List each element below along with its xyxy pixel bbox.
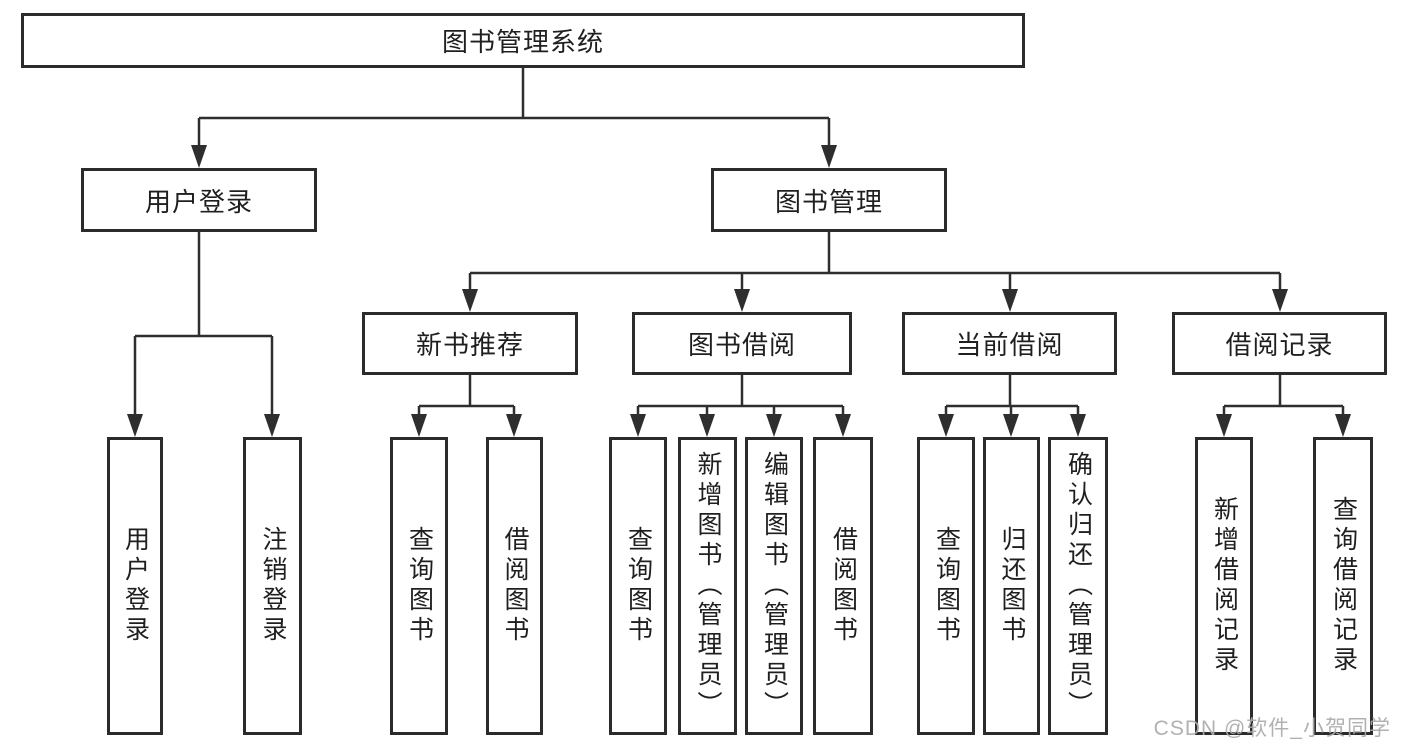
leaf-query-books-recommend: 查询图书: [390, 437, 448, 735]
node-borrow-records: 借阅记录: [1172, 312, 1387, 375]
leaf-add-borrow-record-label: 新增借阅记录: [1210, 496, 1239, 676]
arrowhead-icon: [821, 145, 837, 168]
csdn-watermark: CSDN @软件_小贺同学: [1153, 717, 1391, 740]
node-root-label: 图书管理系统: [441, 27, 604, 57]
arrowhead-icon: [411, 414, 427, 437]
leaf-query-books-current-label: 查询图书: [932, 526, 961, 646]
node-book-borrow-label: 图书借阅: [687, 330, 796, 360]
leaf-query-books-recommend-label: 查询图书: [405, 526, 434, 646]
leaf-query-borrow-record-label: 查询借阅记录: [1329, 496, 1358, 676]
leaf-query-books-borrow-label: 查询图书: [624, 526, 653, 646]
leaf-confirm-return-admin-label: 确认归还（管理员）: [1064, 451, 1093, 721]
arrowhead-icon: [766, 414, 782, 437]
arrowhead-icon: [127, 414, 143, 437]
leaf-return-books: 归还图书: [983, 437, 1040, 735]
leaf-add-books-admin-label: 新增图书（管理员）: [694, 451, 722, 721]
node-borrow-records-label: 借阅记录: [1225, 330, 1334, 360]
node-root: 图书管理系统: [21, 13, 1025, 68]
arrowhead-icon: [1070, 414, 1086, 437]
node-user-login: 用户登录: [81, 168, 317, 232]
node-book-management: 图书管理: [711, 168, 947, 232]
arrowhead-icon: [264, 414, 280, 437]
arrowhead-icon: [462, 289, 478, 312]
connector-current-borrow-to-leaves: [938, 375, 1086, 437]
arrowhead-icon: [835, 414, 851, 437]
node-book-management-label: 图书管理: [774, 186, 883, 217]
leaf-add-borrow-record: 新增借阅记录: [1195, 437, 1253, 735]
leaf-borrow-books-recommend: 借阅图书: [486, 437, 543, 735]
arrowhead-icon: [191, 145, 207, 168]
leaf-borrow-books-recommend-label: 借阅图书: [501, 526, 529, 646]
arrowhead-icon: [1272, 289, 1288, 312]
leaf-query-books-current: 查询图书: [917, 437, 975, 735]
arrowhead-icon: [630, 414, 646, 437]
arrowhead-icon: [1216, 414, 1232, 437]
leaf-confirm-return-admin: 确认归还（管理员）: [1048, 437, 1108, 735]
connector-book-borrow-to-leaves: [630, 375, 851, 437]
arrowhead-icon: [1002, 289, 1018, 312]
node-new-book-recommend: 新书推荐: [362, 312, 578, 375]
node-current-borrow-label: 当前借阅: [955, 330, 1064, 360]
connector-user-login-to-leaves: [127, 232, 280, 437]
leaf-edit-books-admin: 编辑图书（管理员）: [745, 437, 803, 735]
node-current-borrow: 当前借阅: [902, 312, 1117, 375]
leaf-edit-books-admin-label: 编辑图书（管理员）: [760, 451, 789, 721]
arrowhead-icon: [506, 414, 522, 437]
arrowhead-icon: [1335, 414, 1351, 437]
leaf-logout-label: 注销登录: [259, 526, 287, 646]
leaf-add-books-admin: 新增图书（管理员）: [678, 437, 737, 735]
connector-new-book-recommend-to-leaves: [411, 375, 522, 437]
leaf-return-books-label: 归还图书: [998, 526, 1026, 646]
node-user-login-label: 用户登录: [144, 186, 253, 217]
leaf-borrow-books-label: 借阅图书: [829, 526, 858, 646]
node-new-book-recommend-label: 新书推荐: [415, 330, 524, 360]
arrowhead-icon: [734, 289, 750, 312]
node-book-borrow: 图书借阅: [632, 312, 852, 375]
connector-root-to-level2: [191, 68, 837, 168]
leaf-logout: 注销登录: [243, 437, 302, 735]
arrowhead-icon: [699, 414, 715, 437]
arrowhead-icon: [1003, 414, 1019, 437]
leaf-query-borrow-record: 查询借阅记录: [1313, 437, 1373, 735]
connector-borrow-records-to-leaves: [1216, 375, 1351, 437]
connector-book-management-to-level3: [462, 232, 1288, 312]
leaf-borrow-books: 借阅图书: [813, 437, 873, 735]
leaf-user-login: 用户登录: [107, 437, 163, 735]
arrowhead-icon: [938, 414, 954, 437]
leaf-query-books-borrow: 查询图书: [609, 437, 667, 735]
leaf-user-login-label: 用户登录: [121, 526, 150, 646]
